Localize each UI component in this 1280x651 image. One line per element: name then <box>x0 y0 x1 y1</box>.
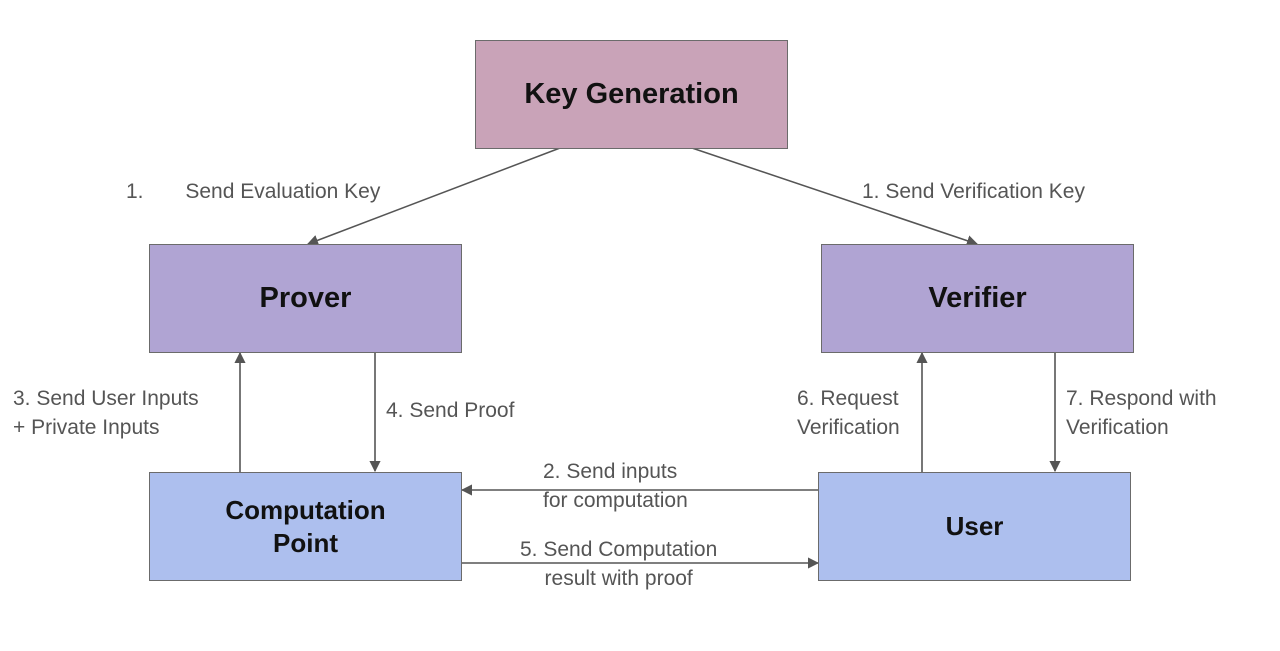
edge-label-send-user-inputs: 3. Send User Inputs + Private Inputs <box>13 384 199 442</box>
edge-label-send-proof: 4. Send Proof <box>386 396 514 425</box>
edge-label-send-evaluation-key-number: 1. <box>126 180 144 203</box>
edge-label-send-user-inputs-line2: + Private Inputs <box>13 416 160 439</box>
computation-point-label-line2: Point <box>273 527 338 558</box>
computation-point-node: Computation Point <box>149 472 462 581</box>
verifier-label: Verifier <box>928 282 1027 315</box>
prover-label: Prover <box>259 282 352 315</box>
edge-label-send-inputs-line1: 2. Send inputs <box>543 460 678 483</box>
edge-label-send-computation-result: 5. Send Computation result with proof <box>520 535 717 593</box>
edge-label-request-verification-line2: Verification <box>797 416 900 439</box>
edge-label-send-verification-key-text: 1. Send Verification Key <box>862 180 1085 203</box>
prover-node: Prover <box>149 244 462 353</box>
edge-label-send-verification-key: 1. Send Verification Key <box>862 177 1085 206</box>
edge-label-send-inputs: 2. Send inputs for computation <box>543 457 688 515</box>
arrow-keygen-to-verifier <box>691 147 979 247</box>
key-generation-node: Key Generation <box>475 40 788 149</box>
edge-label-respond-with-verification-line1: 7. Respond with <box>1066 387 1217 410</box>
edge-label-send-computation-result-line2: result with proof <box>544 567 693 590</box>
edge-label-respond-with-verification: 7. Respond with Verification <box>1066 384 1217 442</box>
edge-label-send-evaluation-key-text: Send Evaluation Key <box>185 180 381 203</box>
edge-label-send-evaluation-key: 1. Send Evaluation Key <box>126 177 380 206</box>
edge-label-send-computation-result-line1: 5. Send Computation <box>520 538 718 561</box>
key-generation-label: Key Generation <box>524 78 739 111</box>
user-node: User <box>818 472 1131 581</box>
edge-label-send-proof-text: 4. Send Proof <box>386 399 515 422</box>
verifier-node: Verifier <box>821 244 1134 353</box>
edge-label-send-user-inputs-line1: 3. Send User Inputs <box>13 387 199 410</box>
user-label: User <box>945 511 1004 542</box>
edge-label-request-verification-line1: 6. Request <box>797 387 899 410</box>
edge-label-request-verification: 6. Request Verification <box>797 384 900 442</box>
computation-point-label-line1: Computation <box>225 495 386 525</box>
edge-label-send-inputs-line2: for computation <box>543 489 688 512</box>
edge-label-respond-with-verification-line2: Verification <box>1066 416 1169 439</box>
arrow-keygen-to-prover <box>306 147 561 246</box>
